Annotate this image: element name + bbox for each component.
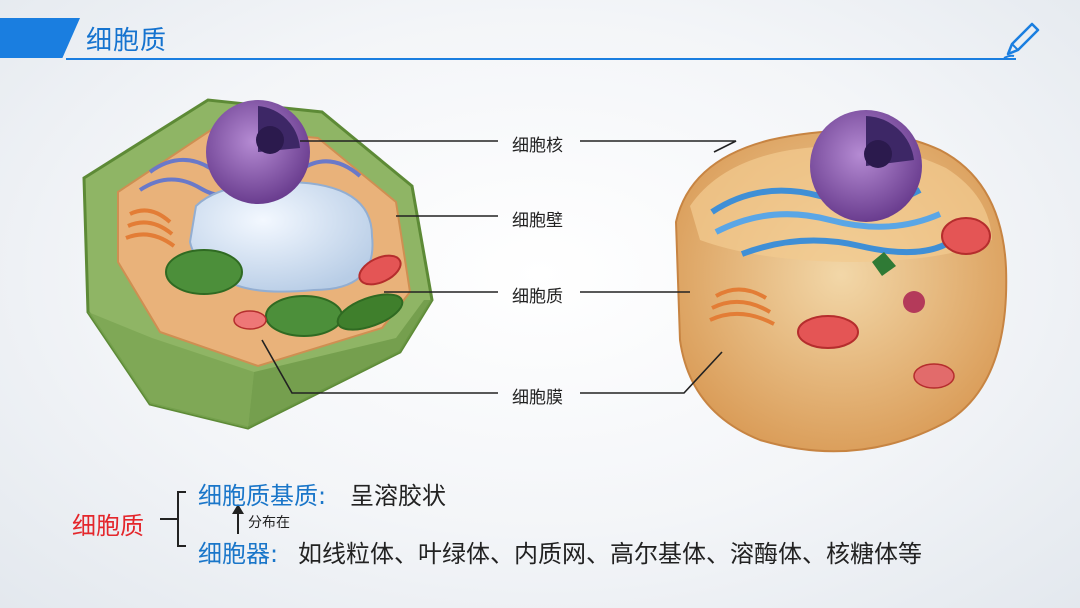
- label-nucleus: 细胞核: [512, 136, 563, 156]
- page-title: 细胞质: [86, 26, 168, 56]
- summary-matrix-label: 细胞质基质:: [198, 482, 327, 510]
- membrane-leader-right: [580, 351, 723, 394]
- summary-organelle-desc: 如线粒体、叶绿体、内质网、高尔基体、溶酶体、核糖体等: [298, 540, 922, 568]
- label-membrane: 细胞膜: [512, 388, 563, 408]
- nucleus-leader-right: [580, 140, 737, 153]
- summary-main-term: 细胞质: [72, 512, 144, 540]
- summary-organelle-label: 细胞器:: [198, 540, 279, 568]
- summary-bracket: [160, 491, 186, 547]
- distributed-label: 分布在: [248, 515, 290, 531]
- label-cell-wall: 细胞壁: [512, 211, 563, 231]
- plant-cell: [82, 98, 434, 430]
- summary-matrix-desc: 呈溶胶状: [350, 482, 446, 510]
- pen-icon: [1003, 22, 1040, 59]
- arrow-up-icon: [232, 504, 244, 534]
- animal-cell: [674, 110, 1008, 453]
- header-divider: [66, 58, 1016, 60]
- membrane-leader-left: [261, 339, 498, 394]
- label-cytoplasm: 细胞质: [512, 287, 563, 307]
